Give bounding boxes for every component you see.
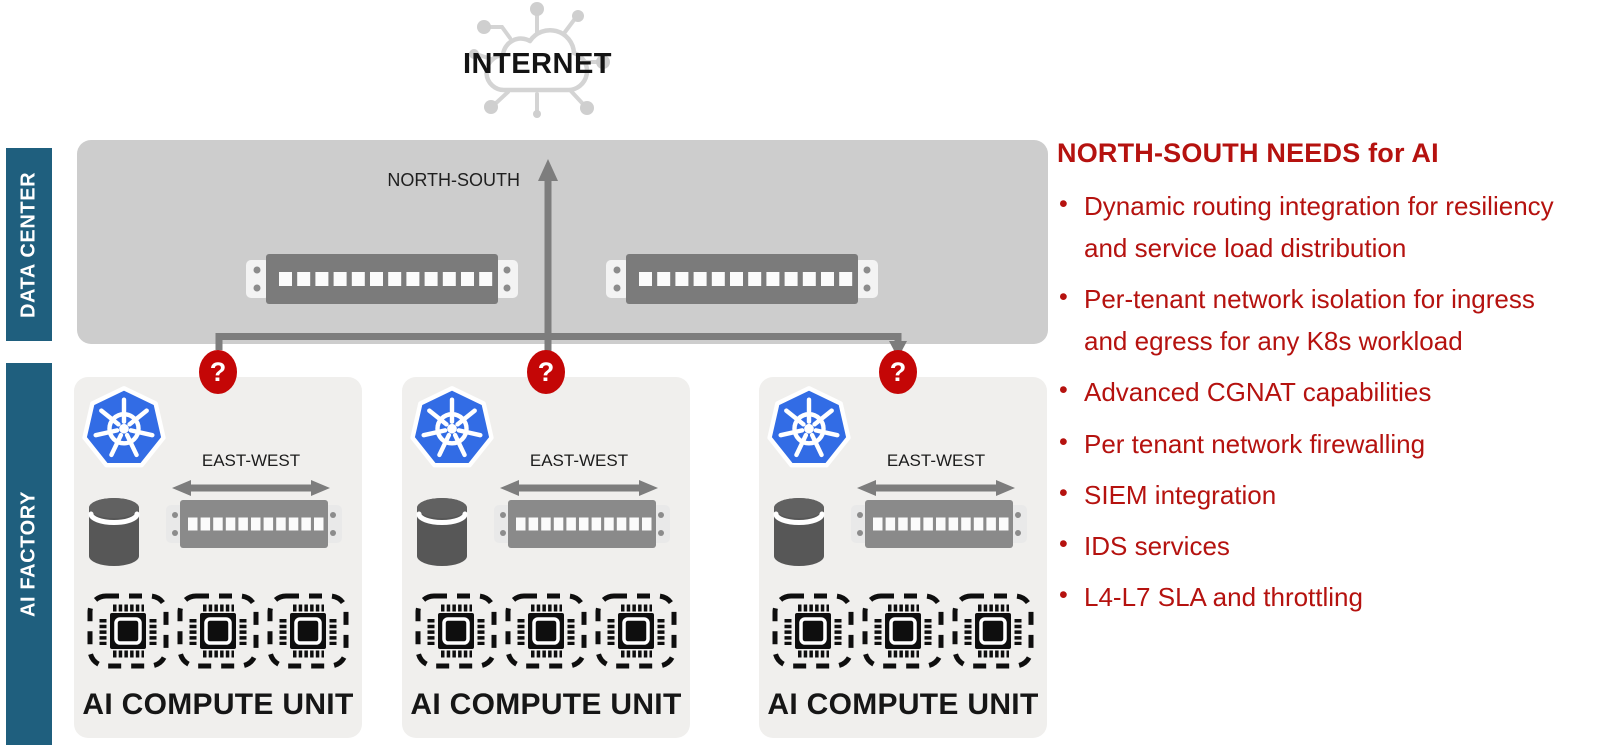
panel-bullet: IDS services — [1057, 524, 1569, 567]
north-south-label: NORTH-SOUTH — [387, 170, 520, 190]
internet-label: INTERNET — [463, 48, 612, 80]
switch-icon — [606, 254, 878, 304]
kubernetes-icon — [408, 383, 496, 471]
gpu-chip-icon — [952, 593, 1034, 669]
gpu-chip-icon — [772, 593, 854, 669]
gpu-chip-icon — [267, 593, 349, 669]
gpu-chip-row — [412, 593, 680, 669]
panel-bullet: Per tenant network firewalling — [1057, 422, 1569, 465]
switch-icon — [851, 500, 1027, 548]
north-south-needs-panel: NORTH-SOUTH NEEDS for AI Dynamic routing… — [1057, 138, 1569, 627]
panel-bullet: L4-L7 SLA and throttling — [1057, 575, 1569, 618]
ai-compute-unit-box: EAST-WEST AI COMPUTE UNIT — [402, 377, 690, 738]
database-cylinder-icon — [86, 495, 142, 569]
gpu-chip-icon — [177, 593, 259, 669]
gpu-chip-icon — [87, 593, 169, 669]
question-badge: ? — [527, 350, 565, 394]
east-west-label: EAST-WEST — [886, 451, 986, 470]
database-cylinder-icon — [771, 495, 827, 569]
gpu-chip-icon — [505, 593, 587, 669]
east-west-label: EAST-WEST — [201, 451, 301, 470]
switch-icon — [494, 500, 670, 548]
gpu-chip-icon — [415, 593, 497, 669]
gpu-chip-row — [84, 593, 352, 669]
panel-bullet: Per-tenant network isolation for ingress… — [1057, 277, 1569, 362]
ai-compute-unit-title: AI COMPUTE UNIT — [410, 688, 682, 721]
east-west-label: EAST-WEST — [529, 451, 629, 470]
kubernetes-icon — [80, 383, 168, 471]
gpu-chip-icon — [862, 593, 944, 669]
question-badge: ? — [879, 350, 917, 394]
switch-icon — [166, 500, 342, 548]
database-cylinder-icon — [414, 495, 470, 569]
kubernetes-icon — [765, 383, 853, 471]
panel-bullet: Advanced CGNAT capabilities — [1057, 370, 1569, 413]
switch-icon — [246, 254, 518, 304]
ai-compute-unit-title: AI COMPUTE UNIT — [767, 688, 1039, 721]
east-west-arrow — [172, 480, 330, 496]
ai-compute-unit-box: EAST-WEST AI COMPUTE UNIT — [74, 377, 362, 738]
ai-compute-unit-box: EAST-WEST AI COMPUTE UNIT — [759, 377, 1047, 738]
ai-factory-tab-label: AI FACTORY — [6, 363, 52, 745]
panel-bullet: SIEM integration — [1057, 473, 1569, 516]
panel-bullet: Dynamic routing integration for resilien… — [1057, 184, 1569, 269]
gpu-chip-row — [769, 593, 1037, 669]
question-badge: ? — [199, 350, 237, 394]
east-west-arrow — [857, 480, 1015, 496]
east-west-arrow — [500, 480, 658, 496]
data-center-box: NORTH-SOUTH — [77, 140, 1048, 344]
data-center-tab-label: DATA CENTER — [6, 148, 52, 341]
gpu-chip-icon — [595, 593, 677, 669]
panel-heading: NORTH-SOUTH NEEDS for AI — [1057, 138, 1439, 168]
panel-bullet-list: Dynamic routing integration for resilien… — [1057, 184, 1569, 618]
ai-compute-unit-title: AI COMPUTE UNIT — [82, 688, 354, 721]
